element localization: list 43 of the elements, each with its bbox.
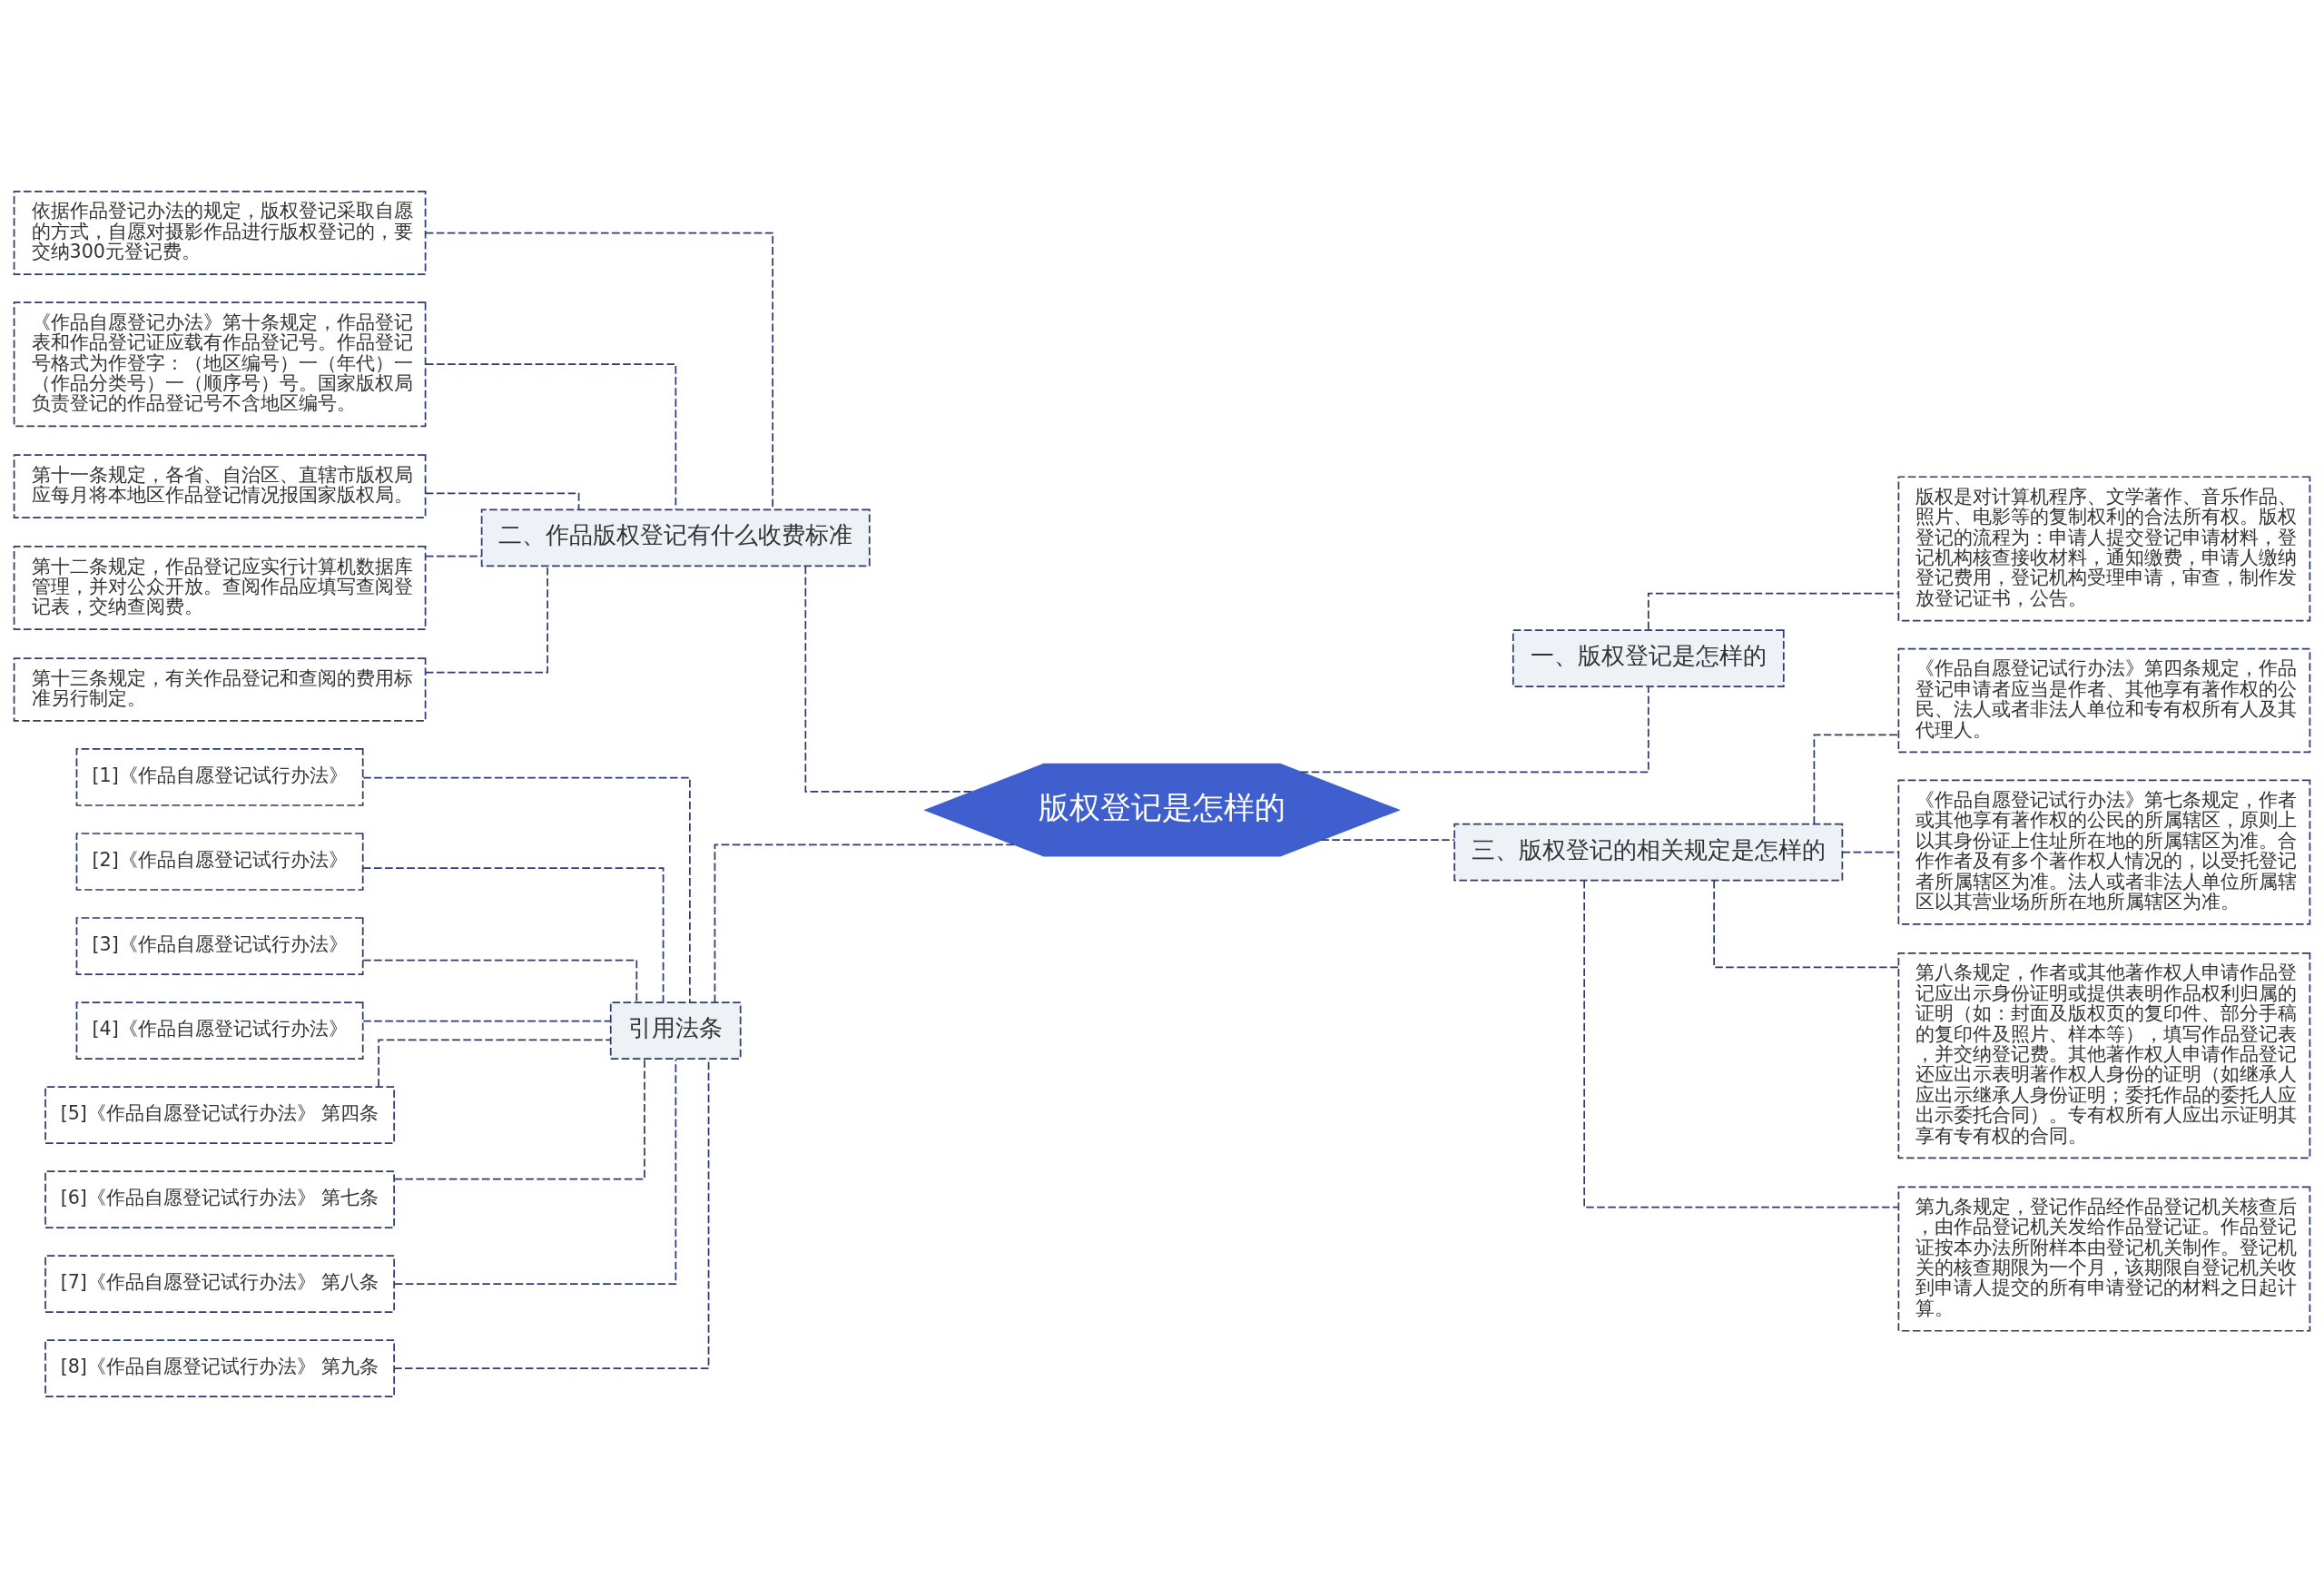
node-box: 第十一条规定，各省、自治区、直辖市版权局应每月将本地区作品登记情况报国家版权局。: [13, 454, 427, 518]
node-box: 《作品自愿登记试行办法》第七条规定，作者或其他享有著作权的公民的所属辖区，原则上以其身份证上住址所在地的所属辖区为准。合作作者及有多个著作权人情况的，以受托登记者所属辖区为准。法人或者非法人单位所属辖区以其营业场所所在地所属辖区为准。: [1897, 779, 2311, 925]
node-box: [5]《作品自愿登记试行办法》 第四条: [44, 1086, 395, 1144]
node-box: 二、作品版权登记有什么收费标准: [480, 508, 871, 567]
connector: [1647, 592, 1899, 631]
node-box: 第十二条规定，作品登记应实行计算机数据库管理，并对公众开放。查阅作品应填写查阅登记表，交纳查阅费。: [13, 546, 427, 631]
node-box: [3]《作品自愿登记试行办法》: [75, 917, 364, 975]
node-box: 版权是对计算机程序、文学著作、音乐作品、照片、电影等的复制权利的合法所有权。版权登记的流程为：申请人提交登记申请材料，登记机构核查接收材料，通知缴费，申请人缴纳登记费用，登记机构受理申请，审查，制作发放登记证书，公告。: [1897, 476, 2311, 622]
node-box: 《作品自愿登记试行办法》第四条规定，作品登记申请者应当是作者、其他享有著作权的公民、法人或者非法人单位和专有权所有人及其代理人。: [1897, 647, 2311, 754]
connector: [1320, 839, 1455, 842]
node-box: 第十三条规定，有关作品登记和查阅的费用标准另行制定。: [13, 657, 427, 722]
connector: [425, 363, 677, 510]
connector: [1713, 880, 1899, 969]
connector: [1583, 880, 1899, 1208]
connector: [714, 843, 1016, 1003]
connector: [1299, 686, 1649, 774]
connector: [393, 1058, 645, 1180]
connector: [362, 776, 691, 1003]
node-box: [4]《作品自愿登记试行办法》: [75, 1001, 364, 1060]
node-box: 一、版权登记是怎样的: [1512, 629, 1785, 687]
node-box: [2]《作品自愿登记试行办法》: [75, 833, 364, 891]
connector: [425, 555, 483, 557]
connector: [1813, 734, 1899, 825]
connector: [804, 566, 974, 793]
connector: [393, 1058, 710, 1369]
node-box: 依据作品登记办法的规定，版权登记采取自愿的方式，自愿对摄影作品进行版权登记的，要交纳300元登记费。: [13, 191, 427, 276]
connector: [425, 232, 774, 510]
node-box: [6]《作品自愿登记试行办法》 第七条: [44, 1170, 395, 1228]
connector: [362, 959, 638, 1003]
node-box: 第九条规定，登记作品经作品登记机关核查后，由作品登记机关发给作品登记证。作品登记证按本办法所附样本由登记机关制作。登记机关的核查期限为一个月，该期限自登记机关收到申请人提交的所有申请登记的材料之日起计算。: [1897, 1186, 2311, 1332]
node-box: 三、版权登记的相关规定是怎样的: [1453, 823, 1844, 882]
connector: [362, 867, 665, 1003]
node-box: [1]《作品自愿登记试行办法》: [75, 748, 364, 806]
node-box: [7]《作品自愿登记试行办法》 第八条: [44, 1255, 395, 1313]
node-box: 《作品自愿登记办法》第十条规定，作品登记表和作品登记证应载有作品登记号。作品登记号格式为作登字：（地区编号）一（年代）一（作品分类号）一（顺序号）号。国家版权局负责登记的作品登记号不含地区编号。: [13, 301, 427, 428]
node-box: [8]《作品自愿登记试行办法》 第九条: [44, 1339, 395, 1397]
connector: [378, 1039, 612, 1088]
connector: [1841, 851, 1899, 853]
connector: [424, 566, 548, 674]
node-box: 引用法条: [609, 1001, 742, 1060]
node-box: 第八条规定，作者或其他著作权人申请作品登记应出示身份证明或提供表明作品权利归属的证明（如：封面及版权页的复印件、部分手稿的复印件及照片、样本等），填写作品登记表，并交纳登记费。其他著作权人申请作品登记还应出示表明著作权人身份的证明（如继承人应出示继承人身份证明；委托作品的委托人应出示委托合同）。专有权所有人应出示证明其享有专有权的合同。: [1897, 952, 2311, 1159]
connector: [394, 1058, 677, 1285]
connector: [362, 1020, 612, 1022]
